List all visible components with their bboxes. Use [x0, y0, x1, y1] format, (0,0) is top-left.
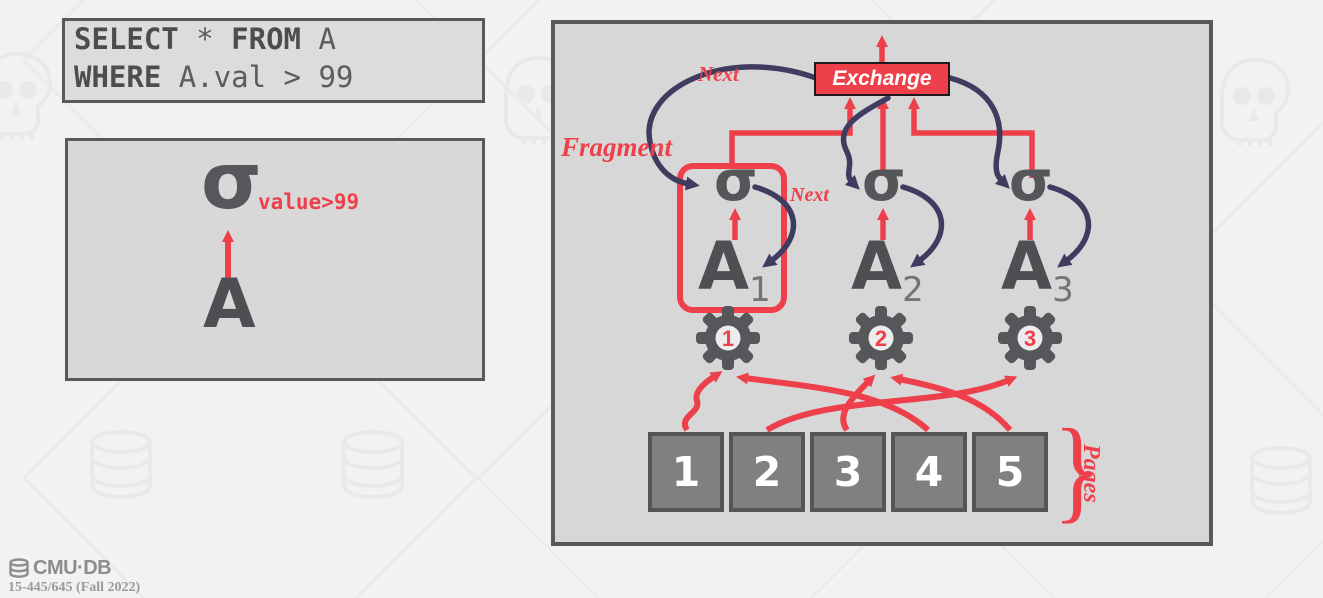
query-plan-box: σ value>99 A — [65, 138, 485, 381]
page-square-3: 3 — [810, 432, 886, 512]
table-partition-letter: A — [1001, 228, 1053, 305]
page-square-5: 5 — [972, 432, 1048, 512]
page-number: 2 — [752, 448, 782, 496]
page-number: 4 — [914, 448, 944, 496]
table-partition-a2: A2 — [851, 234, 924, 323]
selection-operator-sigma: σ — [201, 137, 262, 227]
page-square-1: 1 — [648, 432, 724, 512]
page1-to-worker1-arrow — [682, 371, 723, 432]
selection-predicate-label: value>99 — [258, 190, 360, 214]
worker-gear-1: 1 — [696, 306, 760, 370]
sql-keyword-select: SELECT — [74, 22, 179, 56]
cmu-db-logo: CMU·DB — [8, 557, 112, 580]
table-partition-subscript: 2 — [902, 270, 924, 310]
sigma2-next-a2-arrow — [900, 184, 945, 268]
worker-number: 3 — [1024, 326, 1036, 351]
sigma3-next-a3-arrow — [1047, 184, 1092, 268]
sql-star: * — [178, 22, 232, 56]
exchange-label: Exchange — [832, 67, 932, 90]
fragment3-to-exchange-arrow — [908, 97, 1035, 178]
watermark-database-icon — [342, 430, 404, 499]
sql-predicate: A.val > 99 — [161, 60, 354, 94]
pages-brace: } — [1053, 406, 1101, 534]
sql-table-name: A — [301, 22, 336, 56]
page-square-4: 4 — [891, 432, 967, 512]
table-a-label: A — [203, 265, 256, 344]
exchange-next-sigma1-arrow — [646, 64, 819, 191]
course-label: 15-445/645 (Fall 2022) — [8, 580, 141, 595]
logo-text: CMU·DB — [33, 557, 112, 579]
worker-number: 1 — [722, 326, 734, 351]
sql-line-2: WHERE A.val > 99 — [74, 58, 485, 96]
page-number: 3 — [833, 448, 863, 496]
pages-label: Pages — [1078, 444, 1104, 503]
sql-line-1: SELECT * FROM A — [74, 20, 485, 58]
sql-keyword-where: WHERE — [74, 60, 162, 94]
watermark-skull-icon — [0, 52, 52, 142]
exchange-operator: Exchange — [814, 62, 950, 96]
sigma1-next-a1-arrow — [752, 184, 797, 268]
page5-to-worker2-arrow — [890, 373, 1013, 432]
gear-icon — [696, 306, 760, 370]
plan-arrow-svg — [222, 230, 234, 283]
page3-to-worker2-arrow — [840, 374, 876, 432]
sigma-operator-2: σ — [862, 149, 906, 214]
worker-gear-2: 2 — [849, 306, 913, 370]
table-partition-a1: A1 — [698, 234, 771, 323]
table-partition-subscript: 1 — [749, 270, 771, 310]
page-number: 5 — [995, 448, 1025, 496]
page2-to-worker3-arrow — [765, 375, 1018, 433]
fragment-label: Fragment — [561, 132, 673, 162]
page-square-2: 2 — [729, 432, 805, 512]
worker-number: 2 — [875, 326, 887, 351]
sql-keyword-from: FROM — [231, 22, 301, 56]
sigma-operator-3: σ — [1009, 149, 1053, 214]
sigma-operator-1: σ — [714, 149, 758, 214]
gear-center — [868, 325, 894, 351]
worker-gear-3: 3 — [998, 306, 1062, 370]
exchange-next-sigma3-arrow — [947, 75, 1010, 189]
parallel-plan-box: Exchange Fragment Next Next σ σ σ A1 A2 … — [551, 20, 1213, 546]
table-partition-subscript: 3 — [1052, 270, 1074, 310]
gear-center — [715, 325, 741, 351]
watermark-database-icon — [90, 430, 152, 499]
sql-query-box: SELECT * FROM A WHERE A.val > 99 — [62, 18, 485, 103]
table-partition-letter: A — [851, 228, 903, 305]
next-label-top: Next — [698, 62, 739, 86]
gear-center — [1017, 325, 1043, 351]
table-partition-a3: A3 — [1001, 234, 1074, 323]
table-partition-letter: A — [698, 228, 750, 305]
watermark-database-icon — [1250, 446, 1312, 515]
page4-to-worker1-arrow — [736, 372, 931, 433]
watermark-skull-icon — [1220, 58, 1290, 148]
database-logo-icon — [9, 557, 29, 578]
page-number: 1 — [671, 448, 701, 496]
exchange-next-sigma2-arrow — [840, 95, 891, 190]
next-label-inner: Next — [790, 184, 829, 206]
